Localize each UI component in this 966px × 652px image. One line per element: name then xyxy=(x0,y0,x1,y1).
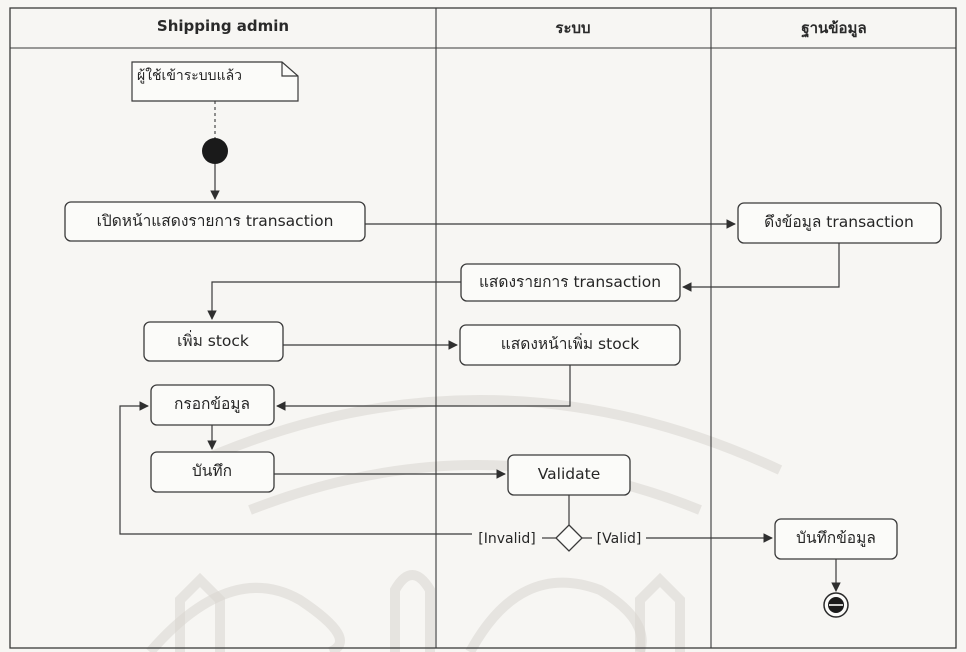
action-open-transaction-page xyxy=(64,201,366,242)
action-add-stock xyxy=(143,321,284,362)
final-node xyxy=(823,592,849,618)
action-fill-data-label: กรอกข้อมูล xyxy=(174,395,250,414)
action-validate-label: Validate xyxy=(538,465,600,483)
flow-fetch-to-show-list xyxy=(682,243,840,292)
flow-invalid-to-fill-data xyxy=(119,401,472,535)
flow-show-list-to-add-stock xyxy=(207,281,461,320)
initial-node xyxy=(202,138,228,164)
action-add-stock-label: เพิ่ม stock xyxy=(177,330,249,350)
precondition-note: ผู้ใช้เข้าระบบแล้ว xyxy=(131,61,299,102)
action-save-label: บันทึก xyxy=(192,462,232,480)
action-show-transaction-list-label: แสดงรายการ transaction xyxy=(479,273,661,291)
action-show-add-stock-page-label: แสดงหน้าเพิ่ม stock xyxy=(501,333,639,353)
action-save xyxy=(150,451,275,493)
action-fetch-transaction-label: ดึงข้อมูล transaction xyxy=(764,213,914,232)
note-text: ผู้ใช้เข้าระบบแล้ว xyxy=(137,67,242,84)
action-open-transaction-page-label: เปิดหน้าแสดงรายการ transaction xyxy=(97,212,334,230)
guard-valid: [Valid] xyxy=(597,531,642,547)
lane-header-database: ฐานข้อมูล xyxy=(801,19,866,38)
watermark-emblem xyxy=(146,395,783,652)
decision-node xyxy=(555,524,583,552)
swimlane-frame xyxy=(9,7,957,649)
action-save-data-label: บันทึกข้อมูล xyxy=(796,529,876,548)
lane-header-system: ระบบ xyxy=(555,19,590,37)
flow-add-page-to-fill-data xyxy=(276,365,571,411)
lane-header-shipping-admin: Shipping admin xyxy=(157,17,289,35)
guard-invalid: [Invalid] xyxy=(478,531,535,547)
